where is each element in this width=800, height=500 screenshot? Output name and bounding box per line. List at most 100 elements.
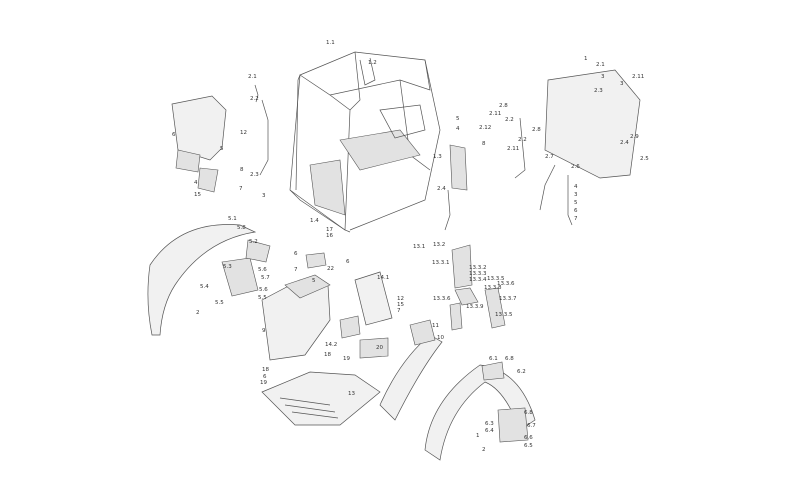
callout-c21: 3	[601, 74, 605, 80]
callout-c68: 6	[263, 374, 267, 380]
left-pillar-bracket	[254, 84, 259, 103]
callout-c88: 13.3.5	[495, 312, 513, 318]
right-fender-top-bracket	[481, 361, 505, 381]
pedal-pad	[449, 302, 463, 331]
callout-c55: 16	[326, 233, 333, 239]
callout-c99: 1	[476, 433, 480, 439]
right-fender-mount	[497, 407, 529, 443]
callout-c16: 4	[194, 180, 198, 186]
right-door-glass	[544, 69, 641, 179]
callout-c12: 6	[172, 132, 176, 138]
callout-c92: 6.8	[524, 410, 533, 416]
callout-c47: 5.6	[258, 267, 267, 273]
cab-frame	[289, 51, 441, 233]
left-fender-mount	[221, 257, 259, 297]
callout-c27: 2.2	[505, 117, 514, 123]
callout-c56: 6	[294, 251, 298, 257]
left-glass-lower	[197, 167, 219, 193]
pedal-arm-1	[454, 287, 479, 306]
callout-c35: 2.7	[545, 154, 554, 160]
callout-c13: 12	[240, 130, 247, 136]
console-top-cover	[284, 274, 331, 299]
callout-c14: 5	[220, 146, 224, 152]
callout-c23: 3	[620, 81, 624, 87]
callout-c52: 5.5	[215, 300, 224, 306]
callout-c83: 13.3.6	[497, 281, 515, 287]
callout-c53: 2	[196, 310, 200, 316]
callout-c50: 5.6	[259, 287, 268, 293]
callout-c79: 13.3.2	[469, 265, 487, 271]
callout-c7: 1.3	[433, 154, 442, 160]
callout-c30: 2.2	[518, 137, 527, 143]
callout-c33: 2.9	[630, 134, 639, 140]
callout-c67: 18	[262, 367, 269, 373]
right-door-rod	[539, 164, 556, 211]
callout-c19: 1	[584, 56, 588, 62]
callout-c74: 11	[432, 323, 439, 329]
callout-c87: 13.3.9	[466, 304, 484, 310]
callout-c82: 13.3.5	[487, 276, 505, 282]
callout-c65: 19	[343, 356, 350, 362]
callout-c84: 13.3.8	[484, 285, 502, 291]
callout-c57: 7	[294, 267, 298, 273]
callout-c1: 1.1	[326, 40, 335, 46]
right-pillar-rod	[444, 189, 451, 231]
callout-c34: 2.4	[620, 140, 629, 146]
callout-c96: 6.6	[524, 435, 533, 441]
floor-mat	[261, 371, 381, 426]
callout-c76: 13.1	[413, 244, 425, 250]
callout-c75: 10	[437, 335, 444, 341]
callout-c60: 6	[346, 259, 350, 265]
pedal-bracket	[451, 244, 473, 289]
callout-c93: 6.7	[527, 423, 536, 429]
right-door-handle	[514, 117, 526, 179]
callout-c91: 6.2	[517, 369, 526, 375]
callout-c10: 1.4	[310, 218, 319, 224]
callout-c9: 3	[262, 193, 266, 199]
callout-c20: 2.1	[596, 62, 605, 68]
floor-mat-ribs	[279, 397, 339, 419]
callout-c32: 2.11	[507, 146, 519, 152]
callout-c38: 4	[574, 184, 578, 190]
callout-c41: 6	[574, 208, 578, 214]
callout-c98: 2	[482, 447, 486, 453]
callout-c64: 20	[376, 345, 383, 351]
callout-c63: 14.2	[325, 342, 337, 348]
callout-c48: 5.7	[261, 275, 270, 281]
right-console-trim	[379, 334, 443, 421]
callout-c37: 2.5	[640, 156, 649, 162]
callout-c17: 7	[239, 186, 243, 192]
right-console-cap	[409, 319, 436, 346]
left-pillar-rod	[259, 99, 269, 176]
pedal-arm-2	[484, 287, 506, 329]
left-fender	[147, 224, 257, 336]
right-door-hinge	[567, 175, 573, 226]
callout-c81: 13.3.4	[469, 277, 487, 283]
callout-c54: 17	[326, 227, 333, 233]
callout-c89: 6.1	[489, 356, 498, 362]
callout-c8: 2.3	[250, 172, 259, 178]
callout-c18: 15	[194, 192, 201, 198]
callout-c80: 13.3.3	[469, 271, 487, 277]
callout-c97: 6.5	[524, 443, 533, 449]
callout-c44: 5.8	[237, 225, 246, 231]
callout-c3: 2.1	[248, 74, 257, 80]
callout-c25: 2.8	[499, 103, 508, 109]
callout-c90: 6.8	[505, 356, 514, 362]
rear-panel-small	[339, 315, 361, 339]
left-fender-bracket	[245, 239, 271, 263]
left-glass-strip	[175, 149, 201, 173]
callout-c62: 9	[262, 328, 266, 334]
callout-c6: 4	[456, 126, 460, 132]
callout-c36: 2.6	[571, 164, 580, 170]
callout-c72: 15	[397, 302, 404, 308]
callout-c95: 6.4	[485, 428, 494, 434]
callout-c40: 5	[574, 200, 578, 206]
callout-c85: 13.3.7	[499, 296, 517, 302]
callout-c31: 2.8	[532, 127, 541, 133]
right-pillar-panel	[449, 144, 468, 191]
console-vent	[305, 252, 327, 269]
callout-c49: 5.4	[200, 284, 209, 290]
right-fender	[424, 364, 536, 461]
